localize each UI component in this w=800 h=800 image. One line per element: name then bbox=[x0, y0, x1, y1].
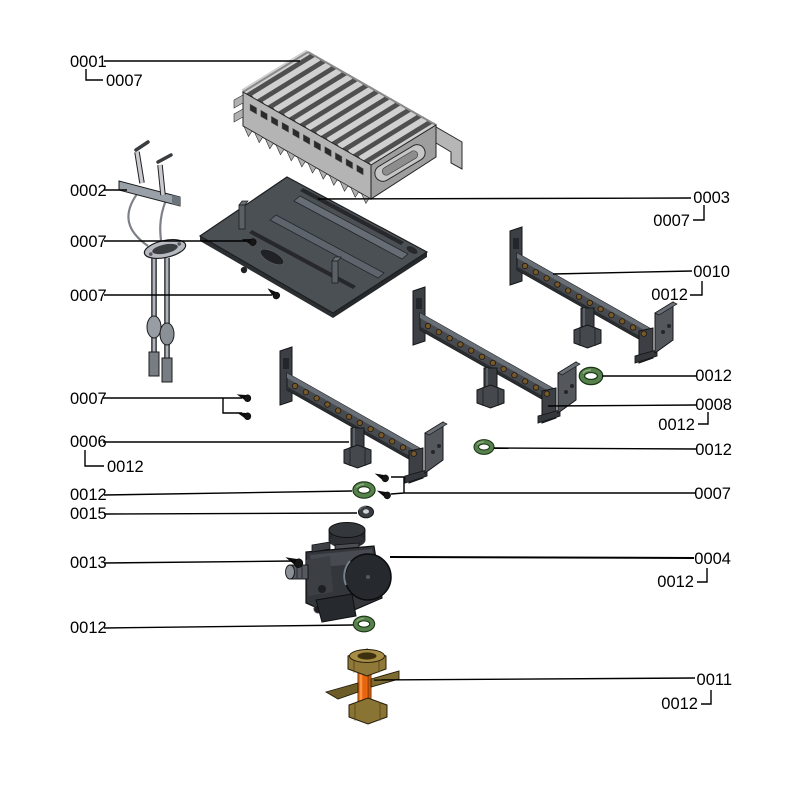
callout-0011[interactable]: 0011 bbox=[697, 671, 732, 689]
leader-line bbox=[103, 512, 358, 515]
callout-0007-screws-right[interactable]: 0007 bbox=[694, 485, 731, 503]
screw bbox=[235, 390, 253, 403]
leader-line bbox=[373, 677, 696, 681]
callout-0012-oring-right-top[interactable]: 0012 bbox=[695, 367, 732, 385]
callout-labels: 0001 0007 0002 0007 0007 0007 0006 0012 … bbox=[70, 53, 732, 713]
o-ring-seal bbox=[353, 616, 374, 632]
part-burner-rail-bottom bbox=[279, 346, 448, 484]
leader-line bbox=[85, 69, 103, 81]
screw bbox=[235, 408, 253, 421]
callout-0012-under-0004[interactable]: 0012 bbox=[657, 573, 694, 591]
o-ring-seal bbox=[474, 440, 494, 455]
leader-line bbox=[547, 404, 697, 407]
leader-line bbox=[103, 624, 354, 629]
o-ring-seal bbox=[579, 367, 603, 384]
electrode-flange bbox=[143, 239, 187, 259]
leader-line bbox=[389, 556, 695, 559]
leader-line bbox=[317, 197, 692, 200]
part-burner-assembly bbox=[233, 49, 463, 205]
part-burner-rail-middle bbox=[412, 286, 581, 424]
part-electrode-assembly bbox=[118, 140, 187, 383]
washer-0015 bbox=[358, 505, 374, 519]
part-pipe-fitting bbox=[324, 648, 400, 725]
leader-line bbox=[84, 450, 104, 467]
callout-0007-plate-left[interactable]: 0007 bbox=[70, 287, 107, 305]
callout-0012-under-0010[interactable]: 0012 bbox=[651, 286, 688, 304]
leader-line bbox=[390, 476, 696, 495]
leader-line bbox=[552, 270, 693, 275]
callout-0008[interactable]: 0008 bbox=[695, 396, 732, 414]
callout-0006[interactable]: 0006 bbox=[70, 433, 107, 451]
callout-0003[interactable]: 0003 bbox=[693, 189, 730, 207]
callout-0007-under-0003[interactable]: 0007 bbox=[653, 212, 690, 230]
callout-0012-oring-left[interactable]: 0012 bbox=[70, 486, 107, 504]
burner-side-bracket bbox=[435, 126, 463, 170]
callout-0002[interactable]: 0002 bbox=[70, 182, 107, 200]
callout-0015[interactable]: 0015 bbox=[70, 505, 107, 523]
callout-0012-under-0008[interactable]: 0012 bbox=[658, 416, 695, 434]
leader-line bbox=[103, 490, 353, 496]
part-gas-valve bbox=[285, 522, 392, 623]
callout-0001[interactable]: 0001 bbox=[70, 53, 107, 71]
screw bbox=[264, 285, 282, 301]
callout-0007-electrode[interactable]: 0007 bbox=[70, 233, 107, 251]
callout-0012-oring-bottom-left[interactable]: 0012 bbox=[70, 619, 107, 637]
leader-line bbox=[493, 447, 697, 450]
callout-0007-screws-left[interactable]: 0007 bbox=[70, 390, 107, 408]
part-support-plate bbox=[198, 176, 429, 318]
callout-0013[interactable]: 0013 bbox=[70, 554, 107, 572]
leader-line bbox=[697, 568, 708, 583]
leader-line bbox=[698, 412, 709, 425]
leader-line bbox=[103, 560, 294, 564]
callout-0007-burner[interactable]: 0007 bbox=[106, 72, 143, 90]
leader-line bbox=[103, 397, 242, 414]
o-ring-seal bbox=[353, 482, 375, 498]
callout-0012-oring-right-mid[interactable]: 0012 bbox=[695, 441, 732, 459]
callout-0012-under-0006[interactable]: 0012 bbox=[107, 458, 144, 476]
callout-0004[interactable]: 0004 bbox=[694, 550, 731, 568]
leader-lines bbox=[84, 60, 712, 705]
screw bbox=[375, 487, 393, 501]
screw bbox=[373, 470, 391, 484]
leader-line bbox=[701, 690, 712, 705]
leader-line bbox=[690, 281, 703, 296]
callout-0012-under-0011[interactable]: 0012 bbox=[661, 695, 698, 713]
callout-0010[interactable]: 0010 bbox=[693, 263, 730, 281]
leader-line bbox=[693, 205, 705, 221]
